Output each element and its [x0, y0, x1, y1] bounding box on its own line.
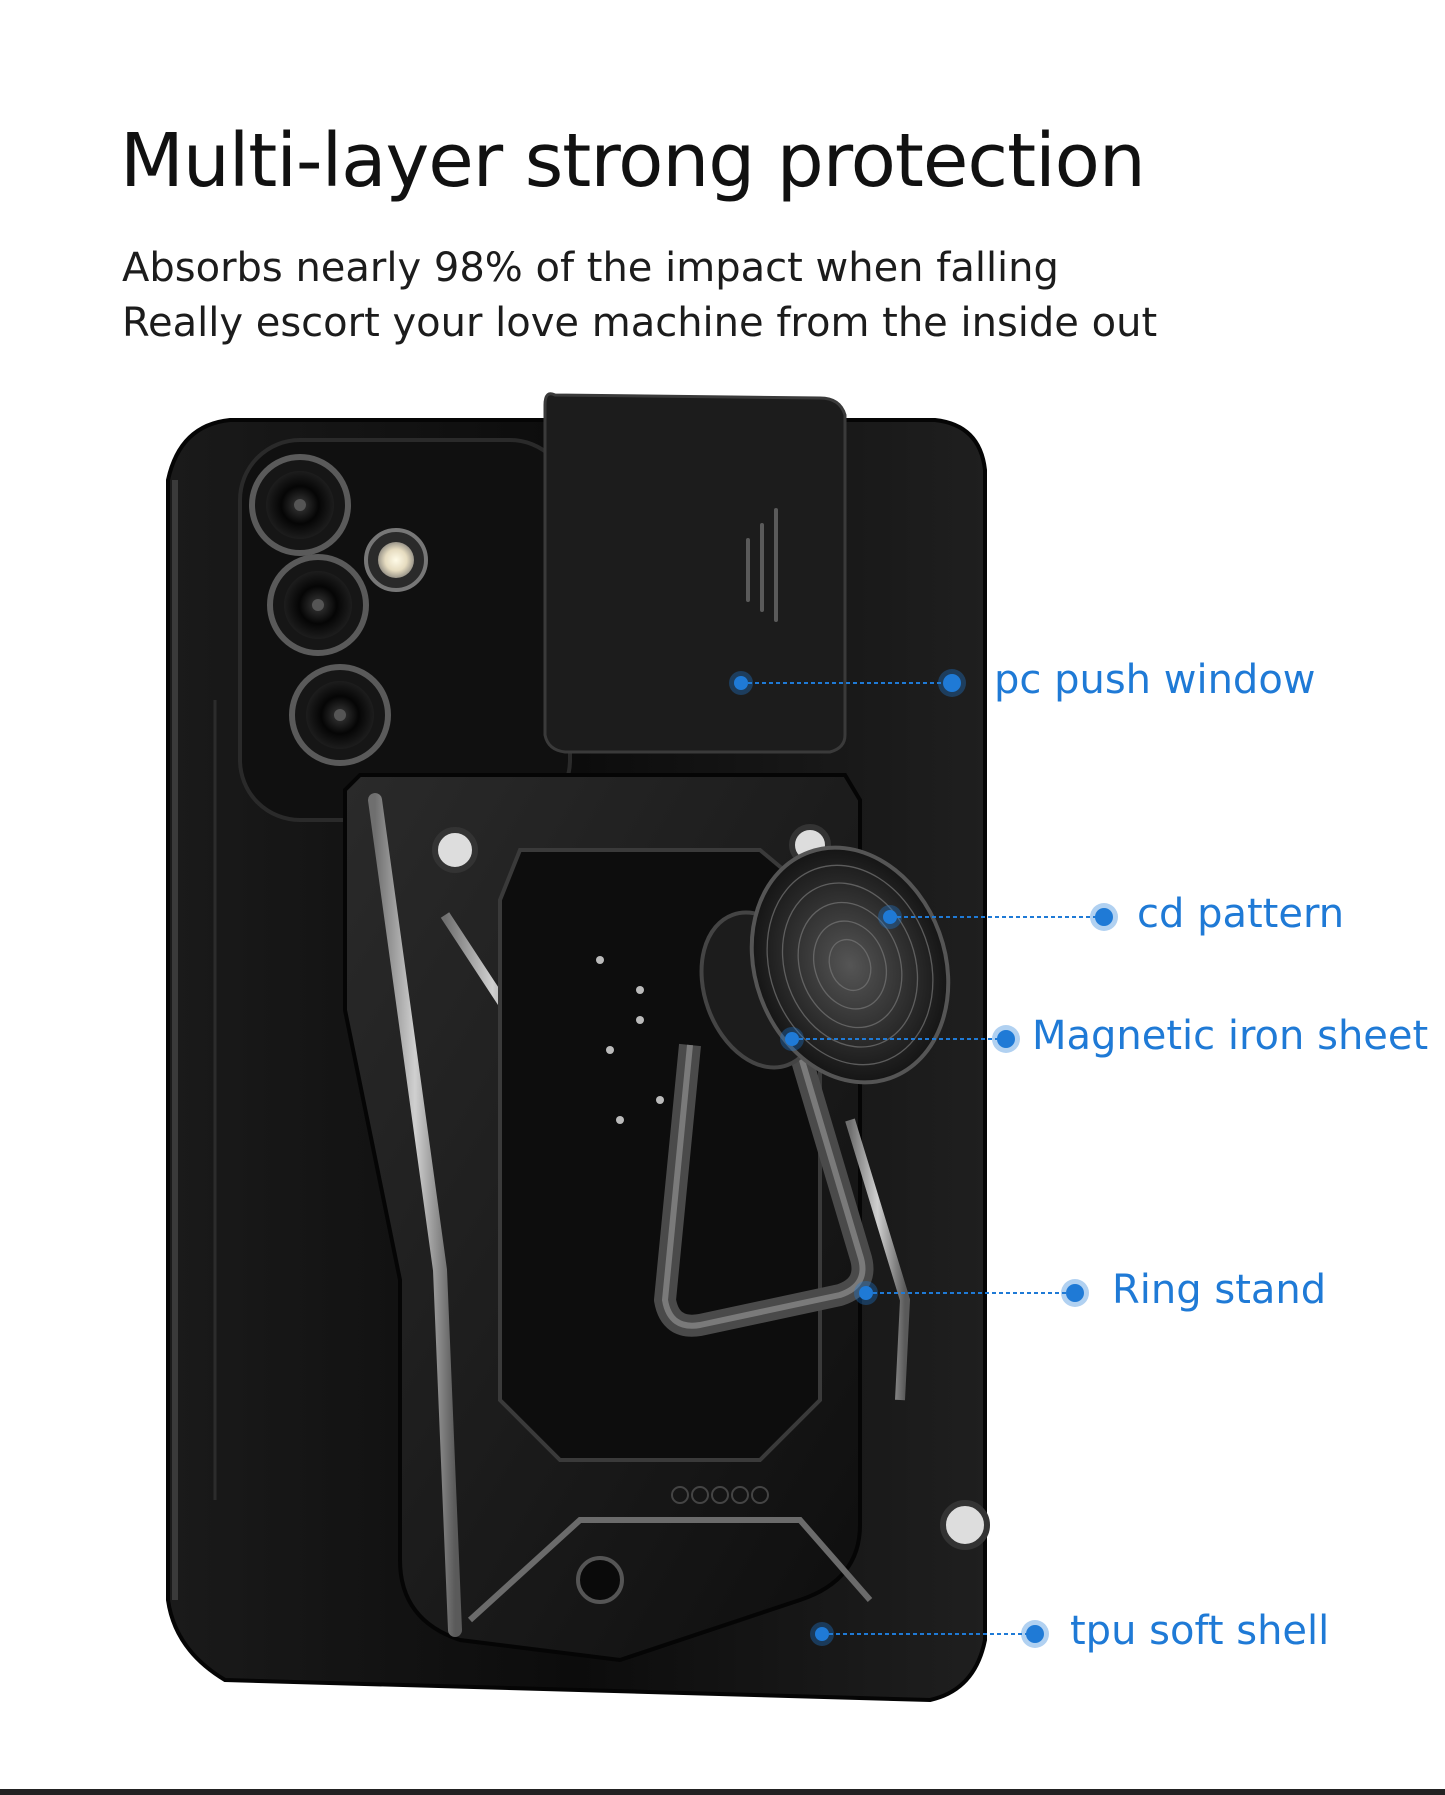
callout-connector-cd-pattern	[878, 903, 1118, 931]
flash-icon	[364, 528, 428, 592]
callout-label-magnetic-iron-sheet: Magnetic iron sheet	[1032, 1013, 1429, 1059]
camera-lens	[267, 554, 369, 656]
callout-connector-ring-stand	[854, 1279, 1089, 1307]
cd-pattern-disc	[699, 845, 951, 1085]
push-window-slider	[543, 392, 847, 754]
callout-label-cd-pattern: cd pattern	[1137, 891, 1345, 937]
page-title: Multi-layer strong protection	[120, 118, 1146, 204]
subtitle-line-2: Really escort your love machine from the…	[122, 300, 1158, 346]
bottom-divider	[0, 1789, 1445, 1795]
camera-lens	[249, 454, 351, 556]
camera-lens	[289, 664, 391, 766]
callout-label-ring-stand: Ring stand	[1112, 1267, 1327, 1313]
callout-label-pc-push-window: pc push window	[994, 657, 1316, 703]
subtitle-line-1: Absorbs nearly 98% of the impact when fa…	[122, 245, 1059, 291]
callout-connector-magnetic-iron-sheet	[780, 1025, 1020, 1053]
callout-connector-pc-push-window	[729, 669, 966, 697]
callout-connector-tpu-soft-shell	[810, 1620, 1049, 1648]
callout-label-tpu-soft-shell: tpu soft shell	[1070, 1608, 1330, 1654]
